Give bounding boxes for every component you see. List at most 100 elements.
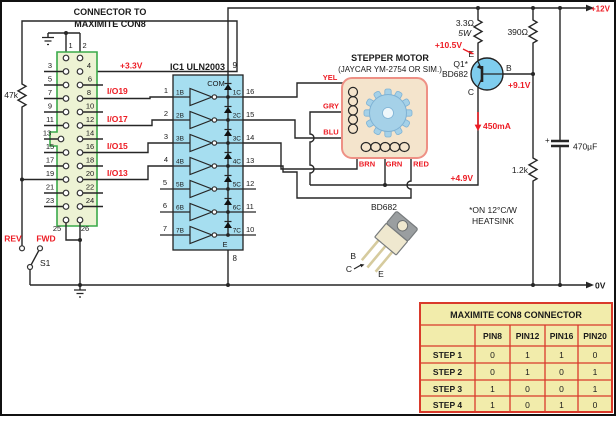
- cell-value: 0: [490, 367, 495, 377]
- q1-part-label: BD682: [442, 69, 468, 79]
- pin-number: 8: [87, 88, 91, 97]
- table-grid: [420, 324, 612, 412]
- driver-transistor-section: 3.3Ω 5W 390Ω 1.2k + 470µF E B C Q1* BD68…: [435, 6, 597, 287]
- ic1-uln2003: IC1 ULN2003 9 COM E 8: [160, 61, 256, 287]
- switch-lever-wire: [29, 250, 40, 285]
- r-1k2-label: 1.2k: [512, 165, 529, 175]
- cell-value: 0: [525, 384, 530, 394]
- ic-pin-number: 3: [164, 132, 168, 141]
- pin-number: 21: [46, 183, 54, 192]
- ic-pin-number: 4: [164, 155, 168, 164]
- r-3r3-wire: [472, 8, 484, 61]
- col-header: PIN8: [483, 331, 502, 341]
- pin-number: 5: [48, 75, 52, 84]
- motor-subtitle: (JAYCAR YM-2754 OR SIM.): [338, 65, 442, 74]
- row-label: STEP 4: [433, 400, 462, 410]
- ic-pin-number: 16: [246, 87, 254, 96]
- pin25-number: 25: [53, 224, 61, 233]
- junction-dot: [531, 6, 535, 10]
- io17-label: I/O17: [107, 114, 128, 124]
- pin-number: 6: [88, 75, 92, 84]
- v12-rail-wire: [227, 7, 586, 75]
- pin-number: 23: [46, 196, 54, 205]
- motor-title: STEPPER MOTOR: [351, 53, 429, 63]
- heatsink-note-line1: *ON 12°C/W: [469, 205, 517, 215]
- col-header: PIN20: [583, 331, 607, 341]
- package-c-label: C: [346, 264, 352, 274]
- ic1-e-label: E: [222, 240, 227, 249]
- pin-number: 17: [46, 156, 54, 165]
- cell-value: 0: [593, 400, 598, 410]
- io15-wire: [82, 142, 173, 154]
- q1-c-label: C: [468, 87, 474, 97]
- wire-label-grn: GRN: [386, 160, 403, 169]
- ic-out-label: 3C: [233, 136, 242, 143]
- ic-in-label: 1B: [176, 90, 184, 97]
- r-3r3-label: 3.3Ω: [456, 18, 474, 28]
- ic-out-label: 2C: [233, 113, 242, 120]
- connector-title-line2: MAXIMITE CON8: [74, 19, 146, 29]
- cell-value: 0: [525, 400, 530, 410]
- ic-in-label: 6B: [176, 205, 184, 212]
- s1-label: S1: [40, 258, 51, 268]
- wire-label-brn: BRN: [359, 160, 375, 169]
- cell-value: 1: [490, 400, 495, 410]
- junction-dot: [78, 238, 82, 242]
- cell-value: 1: [490, 384, 495, 394]
- pin-number: 22: [86, 183, 94, 192]
- gear-icon: [363, 88, 413, 138]
- pin-number: 12: [86, 115, 94, 124]
- c-pointer-line: [353, 264, 362, 270]
- ic1-pin8-number: 8: [233, 254, 238, 263]
- junction-dot: [64, 31, 68, 35]
- zero-volt-arrow-icon: [586, 281, 594, 289]
- junction-dot: [226, 283, 230, 287]
- v105-arrow-icon: [469, 50, 475, 55]
- junction-dot: [383, 183, 387, 187]
- buffer-triangles: [189, 87, 214, 245]
- io13-wire: [82, 165, 173, 181]
- bd682-package: BD682 B C E: [346, 202, 418, 279]
- col-header: PIN16: [550, 331, 574, 341]
- junction-dot: [531, 72, 535, 76]
- pin26-number: 26: [81, 224, 89, 233]
- connector-pin-holes: [57, 54, 84, 224]
- io17-wire: [82, 119, 173, 127]
- r-390-wire: [527, 8, 539, 74]
- junction-dot: [78, 283, 82, 287]
- q1-transistor: [470, 57, 504, 91]
- mounting-hole: [396, 220, 409, 232]
- left-pin-stubs: [22, 70, 64, 208]
- stepper-motor: STEPPER MOTOR (JAYCAR YM-2754 OR SIM.): [323, 53, 442, 169]
- io19-label: I/O19: [107, 86, 128, 96]
- v91-label: +9.1V: [508, 80, 531, 90]
- junction-dot: [531, 283, 535, 287]
- ground-icon: [42, 36, 54, 46]
- cell-value: 1: [525, 350, 530, 360]
- v49-label: +4.9V: [451, 173, 474, 183]
- io15-label: I/O15: [107, 141, 128, 151]
- ic-in-label: 5B: [176, 182, 184, 189]
- pin2-number: 2: [83, 41, 87, 50]
- pin1-number: 1: [69, 41, 73, 50]
- ic-out-label: 1C: [233, 90, 242, 97]
- pin-number: 9: [48, 102, 52, 111]
- ic-pin-number: 6: [163, 201, 167, 210]
- cell-value: 1: [593, 384, 598, 394]
- power-rails: +12V 0V: [30, 5, 611, 291]
- ic-pin-number: 7: [163, 224, 167, 233]
- pin-number: 19: [46, 169, 54, 178]
- rev-label: REV: [4, 234, 22, 244]
- rev-contact: [18, 245, 26, 252]
- ic-pin-number: 14: [246, 133, 254, 142]
- ic1-pin9-number: 9: [233, 61, 238, 70]
- to126-outline: [360, 211, 418, 273]
- junction-dot: [558, 283, 562, 287]
- pin-number: 16: [86, 142, 94, 151]
- cell-value: 0: [559, 384, 564, 394]
- table-title: MAXIMITE CON8 CONNECTOR: [450, 310, 582, 320]
- ic-pin-number: 15: [246, 110, 254, 119]
- q1-emitter-arrow-icon: [476, 64, 482, 70]
- pin-number: 15: [46, 142, 54, 151]
- zero-volt-label: 0V: [595, 281, 606, 291]
